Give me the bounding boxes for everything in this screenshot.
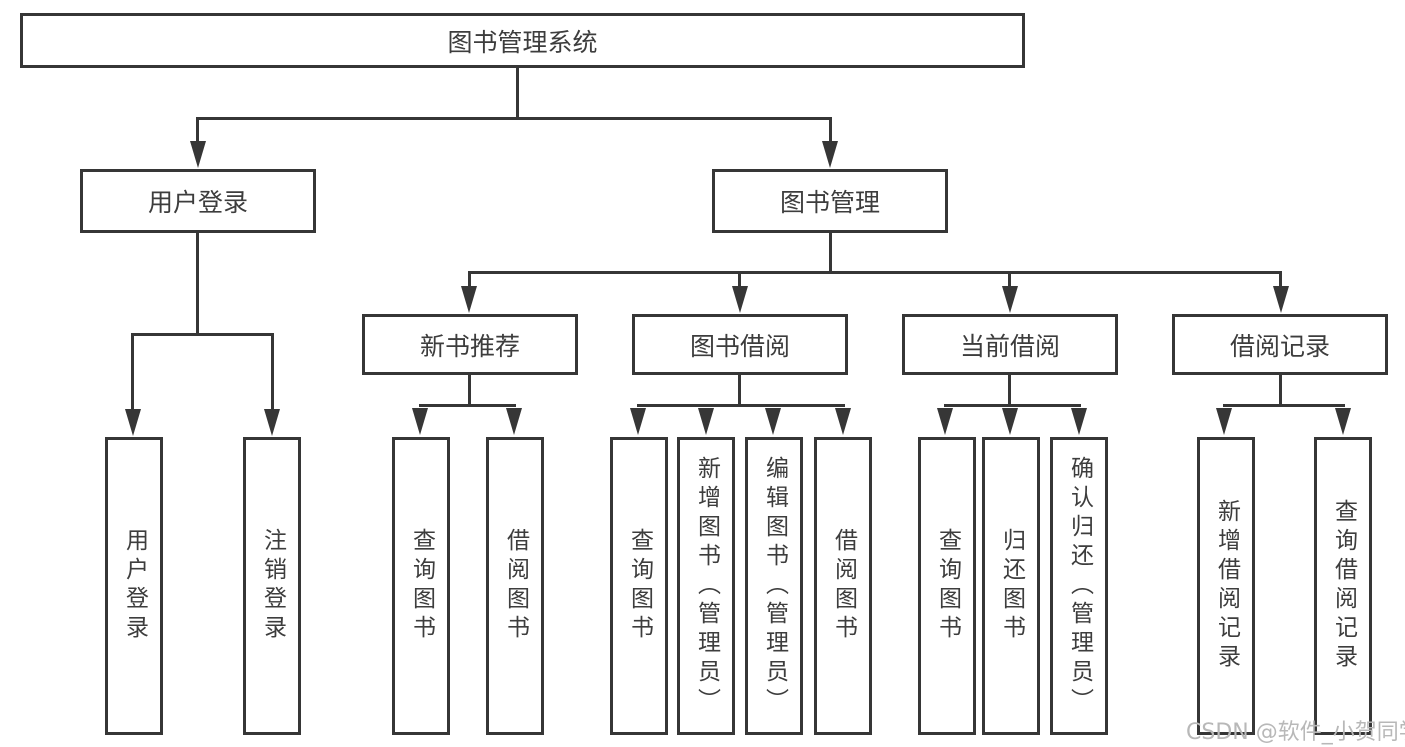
node-borrowing-records: 借阅记录 xyxy=(1172,314,1388,375)
node-book-borrowing-label: 图书借阅 xyxy=(689,331,790,361)
connector-line xyxy=(1279,271,1282,291)
connector-line xyxy=(196,117,832,120)
connector-line xyxy=(196,232,199,336)
leaf-query-books-1: 查询图书 xyxy=(392,437,450,735)
leaf-query-books-2: 查询图书 xyxy=(610,437,668,735)
arrow-down-icon xyxy=(1216,408,1232,435)
arrow-down-icon xyxy=(190,141,206,168)
node-new-book-recommend-label: 新书推荐 xyxy=(419,331,520,361)
leaf-return-books: 归还图书 xyxy=(982,437,1040,735)
leaf-add-books-admin: 新增图书（管理员） xyxy=(677,437,735,735)
arrow-down-icon xyxy=(412,408,428,435)
watermark: CSDN @软件_小贺同学 xyxy=(1186,720,1405,745)
node-borrowing-records-label: 借阅记录 xyxy=(1229,331,1330,361)
node-user-login-label: 用户登录 xyxy=(147,188,248,217)
connector-line xyxy=(1279,374,1282,407)
node-current-borrowing-label: 当前借阅 xyxy=(959,331,1060,361)
arrow-down-icon xyxy=(264,409,280,436)
connector-line xyxy=(468,374,471,407)
leaf-label: 借阅图书 xyxy=(502,528,529,644)
leaf-label: 编辑图书（管理员） xyxy=(761,455,788,717)
node-new-book-recommend: 新书推荐 xyxy=(362,314,578,375)
arrow-down-icon xyxy=(1002,408,1018,435)
node-book-borrowing: 图书借阅 xyxy=(632,314,848,375)
leaf-edit-books-admin: 编辑图书（管理员） xyxy=(745,437,803,735)
arrow-down-icon xyxy=(1071,408,1087,435)
leaf-logout: 注销登录 xyxy=(243,437,301,735)
connector-line xyxy=(829,117,832,149)
arrow-down-icon xyxy=(765,408,781,435)
connector-line xyxy=(944,404,1081,407)
leaf-label: 新增图书（管理员） xyxy=(693,455,720,717)
arrow-down-icon xyxy=(698,408,714,435)
arrow-down-icon xyxy=(125,409,141,436)
node-book-management-label: 图书管理 xyxy=(779,188,880,217)
arrow-down-icon xyxy=(630,408,646,435)
leaf-label: 查询借阅记录 xyxy=(1330,499,1357,673)
connector-line xyxy=(637,404,845,407)
arrow-down-icon xyxy=(1002,286,1018,313)
leaf-borrow-books-2: 借阅图书 xyxy=(814,437,872,735)
connector-line xyxy=(738,271,741,291)
leaf-confirm-return-admin: 确认归还（管理员） xyxy=(1050,437,1108,735)
node-root-label: 图书管理系统 xyxy=(447,27,598,57)
connector-line xyxy=(468,271,471,291)
node-user-login: 用户登录 xyxy=(80,169,316,233)
leaf-label: 确认归还（管理员） xyxy=(1066,455,1093,717)
connector-line xyxy=(738,374,741,407)
connector-line xyxy=(131,333,134,413)
connector-line xyxy=(516,66,519,120)
arrow-down-icon xyxy=(937,408,953,435)
connector-line xyxy=(1223,404,1345,407)
leaf-label: 新增借阅记录 xyxy=(1213,499,1240,673)
connector-line xyxy=(419,404,516,407)
connector-line xyxy=(1008,374,1011,407)
leaf-label: 借阅图书 xyxy=(830,528,857,644)
connector-line xyxy=(271,333,274,413)
leaf-user-login: 用户登录 xyxy=(105,437,163,735)
arrow-down-icon xyxy=(835,408,851,435)
leaf-label: 查询图书 xyxy=(626,528,653,644)
leaf-query-books-3: 查询图书 xyxy=(918,437,976,735)
connector-line xyxy=(196,117,199,149)
leaf-label: 用户登录 xyxy=(121,528,148,644)
arrow-down-icon xyxy=(1335,408,1351,435)
node-book-management: 图书管理 xyxy=(712,169,948,233)
leaf-add-borrow-record: 新增借阅记录 xyxy=(1197,437,1255,735)
connector-line xyxy=(131,333,274,336)
connector-line xyxy=(468,271,1282,274)
leaf-borrow-books-1: 借阅图书 xyxy=(486,437,544,735)
leaf-query-borrow-record: 查询借阅记录 xyxy=(1314,437,1372,735)
leaf-label: 归还图书 xyxy=(998,528,1025,644)
arrow-down-icon xyxy=(732,286,748,313)
leaf-label: 查询图书 xyxy=(408,528,435,644)
arrow-down-icon xyxy=(461,286,477,313)
node-current-borrowing: 当前借阅 xyxy=(902,314,1118,375)
arrow-down-icon xyxy=(506,408,522,435)
node-root: 图书管理系统 xyxy=(20,13,1025,68)
connector-line xyxy=(829,232,832,274)
connector-line xyxy=(1008,271,1011,291)
arrow-down-icon xyxy=(1273,286,1289,313)
leaf-label: 注销登录 xyxy=(259,528,286,644)
arrow-down-icon xyxy=(822,141,838,168)
leaf-label: 查询图书 xyxy=(934,528,961,644)
